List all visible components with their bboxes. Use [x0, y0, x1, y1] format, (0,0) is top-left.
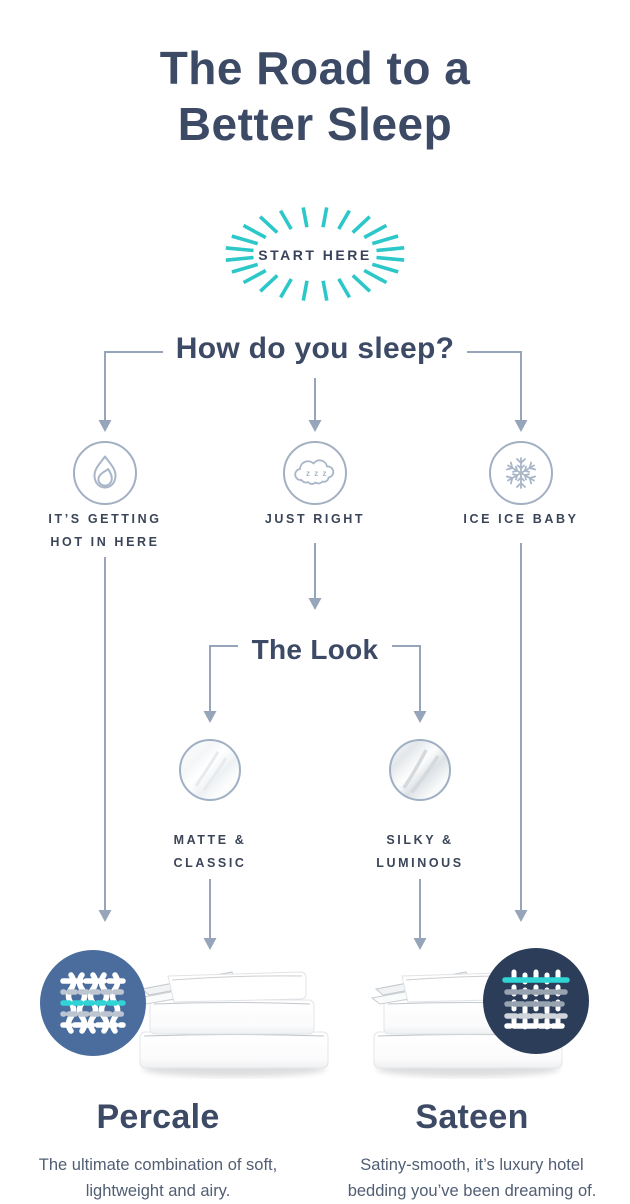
- label-just-right: JUST RIGHT: [264, 512, 366, 526]
- percale-title: Percale: [96, 1098, 220, 1136]
- sateen-weave-badge-icon: [481, 946, 591, 1056]
- look-heading: The Look: [251, 634, 379, 665]
- label-hot-sleeper: IT’S GETTING HOT IN HERE: [48, 512, 162, 549]
- label-silky-luminous: SILKY & LUMINOUS: [376, 833, 464, 870]
- matte-fabric-swatch-icon: [178, 738, 244, 804]
- percale-description: The ultimate combination of soft, lightw…: [38, 1156, 278, 1200]
- percale-weave-badge-icon: [38, 948, 148, 1058]
- percale-sheet-stack-image: [134, 948, 334, 1080]
- label-cold-sleeper: ICE ICE BABY: [463, 512, 579, 526]
- sateen-result: Sateen Satiny-smooth, it’s luxury hotel …: [322, 1098, 622, 1204]
- page-title: The Road to a Better Sleep: [159, 42, 471, 151]
- start-here-badge: START HERE: [220, 203, 410, 307]
- label-matte-classic: MATTE & CLASSIC: [173, 833, 247, 870]
- sateen-description: Satiny-smooth, it’s luxury hotel bedding…: [347, 1156, 597, 1200]
- start-here-label: START HERE: [258, 247, 372, 263]
- cloud-zzz-icon: z z z: [282, 440, 348, 506]
- zzz-text: z z z: [306, 469, 327, 478]
- question-heading: How do you sleep?: [175, 332, 455, 365]
- sateen-title: Sateen: [415, 1098, 529, 1136]
- start-burst-icon: [225, 207, 405, 301]
- silky-fabric-swatch-icon: [388, 738, 454, 804]
- flame-icon: [72, 440, 138, 506]
- snowflake-icon: [488, 440, 554, 506]
- percale-result: Percale The ultimate combination of soft…: [8, 1098, 308, 1204]
